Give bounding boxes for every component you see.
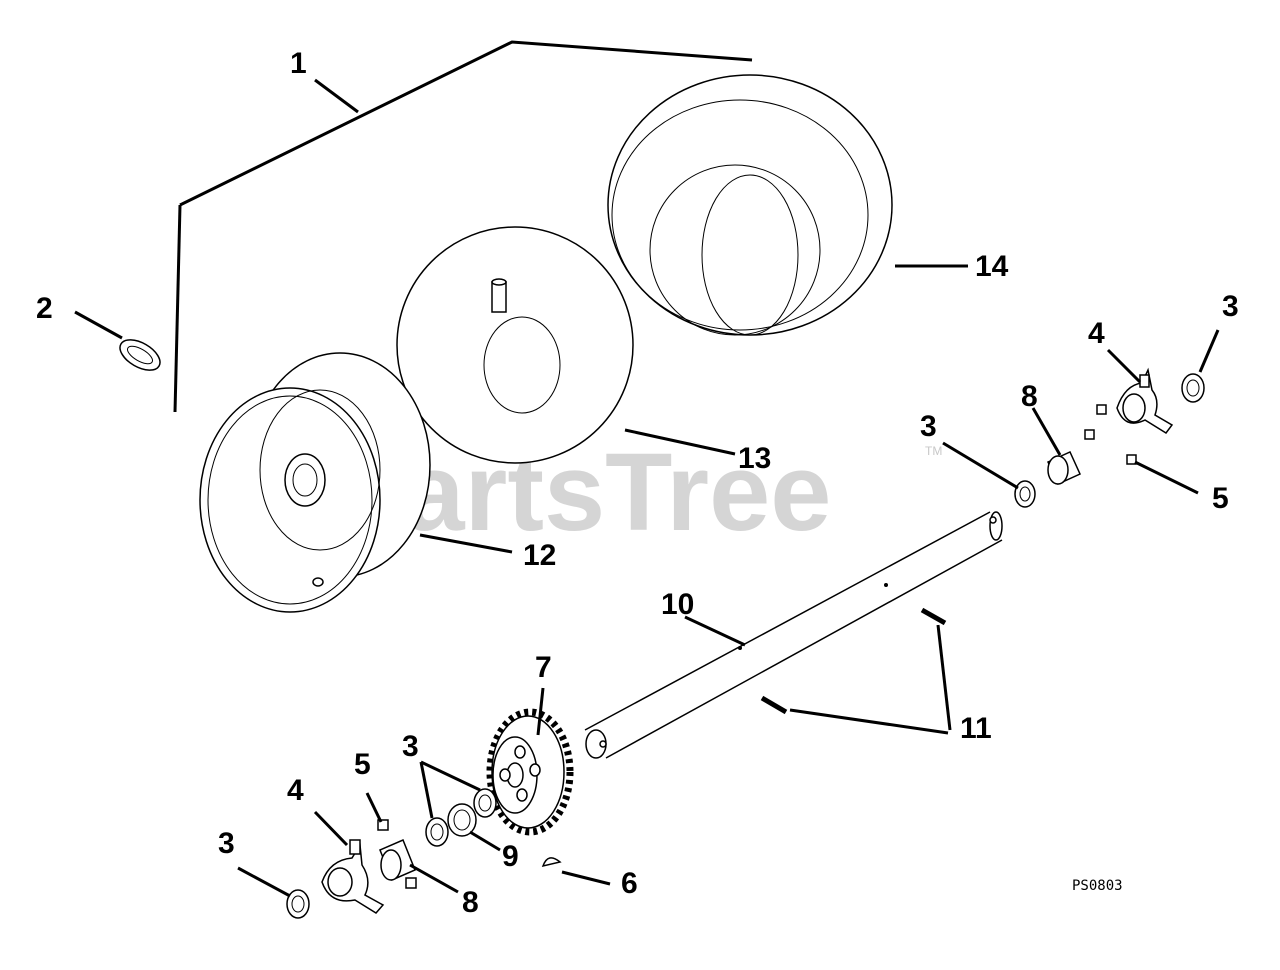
callout-3-mid: 3 (920, 410, 937, 443)
part-pins[interactable] (760, 607, 952, 735)
part-bolts-upper[interactable] (1084, 404, 1199, 495)
callout-5-top: 5 (1212, 482, 1229, 515)
part-tire[interactable] (607, 74, 968, 336)
callout-8-top: 8 (1021, 380, 1038, 413)
part-key[interactable] (541, 857, 611, 886)
callout-10: 10 (661, 588, 694, 621)
callout-2: 2 (36, 292, 53, 325)
assembly-bracket (173, 40, 753, 413)
part-inner-tube[interactable] (396, 226, 736, 464)
drawing-code: PS0803 (1072, 878, 1123, 894)
part-washers-lower[interactable] (419, 760, 497, 847)
part-washer-bottom-left[interactable] (237, 866, 310, 919)
part-clip[interactable] (74, 310, 165, 376)
callout-6: 6 (621, 867, 638, 900)
callout-4-top: 4 (1088, 317, 1105, 350)
callout-3-lower: 3 (402, 730, 419, 763)
callout-12: 12 (523, 539, 556, 572)
part-washer-top-right[interactable] (1181, 329, 1220, 403)
callout-4-lower: 4 (287, 774, 304, 807)
callout-11: 11 (960, 712, 992, 745)
part-gear[interactable] (486, 687, 574, 836)
callout-9: 9 (502, 840, 519, 873)
part-bearing-housing-upper[interactable] (1106, 348, 1174, 434)
part-bushing-lower[interactable] (379, 839, 459, 894)
part-wheel-rim[interactable] (199, 352, 513, 613)
callout-8-bottom: 8 (462, 886, 479, 919)
part-bearing-housing-lower[interactable] (321, 839, 385, 914)
part-washer-mid[interactable] (942, 441, 1036, 508)
callout-3-top-right: 3 (1222, 290, 1239, 323)
part-bearing[interactable] (447, 803, 501, 852)
callout-5-lower: 5 (354, 748, 371, 781)
callout-14: 14 (975, 250, 1009, 283)
watermark-trademark: TM (925, 444, 942, 458)
callout-13: 13 (738, 442, 771, 475)
callout-7: 7 (535, 651, 552, 684)
part-axle[interactable] (584, 511, 1003, 759)
callout-3-bottom-left: 3 (218, 827, 235, 860)
callout-1: 1 (290, 47, 307, 80)
part-bolts-lower[interactable] (365, 792, 417, 889)
part-bushing-upper[interactable] (1031, 407, 1081, 485)
